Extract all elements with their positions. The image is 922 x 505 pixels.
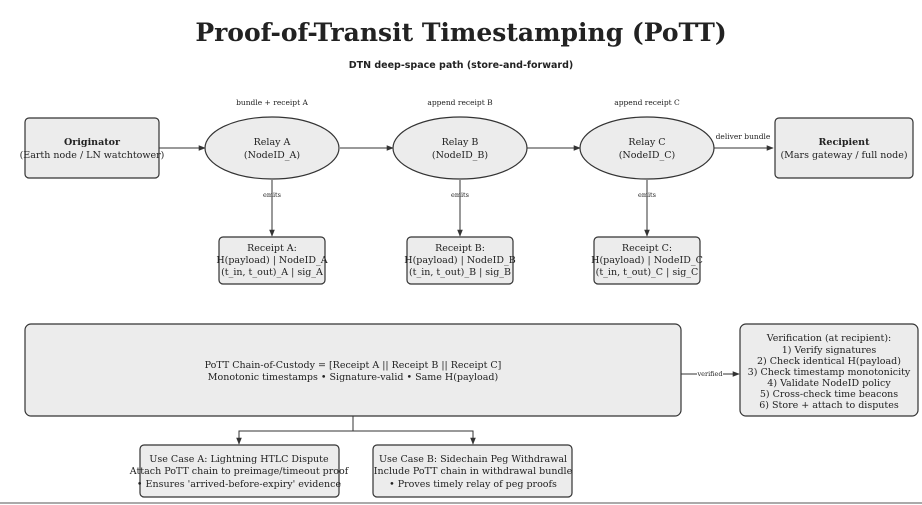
edge-label-verified: verified xyxy=(696,370,722,378)
receipt-b-title: Receipt B: xyxy=(435,243,485,254)
edge-label-bundle-receipt-a: bundle + receipt A xyxy=(236,98,308,107)
relay-b-nodeid: (NodeID_B) xyxy=(432,150,488,161)
use-case-b-detail: Include PoTT chain in withdrawal bundle xyxy=(374,466,573,477)
emits-label-c: emits xyxy=(638,191,656,199)
receipt-c-times: (t_in, t_out)_C | sig_C xyxy=(596,267,699,278)
edge-label-append-receipt-b: append receipt B xyxy=(427,98,493,107)
use-case-a-title: Use Case A: Lightning HTLC Dispute xyxy=(149,454,329,465)
edge-label-deliver-bundle: deliver bundle xyxy=(716,132,771,141)
verification-node: Verification (at recipient): 1) Verify s… xyxy=(739,323,919,417)
use-case-b-title: Use Case B: Sidechain Peg Withdrawal xyxy=(379,454,567,465)
originator-subtitle: (Earth node / LN watchtower) xyxy=(20,150,165,161)
verification-step-3: 3) Check timestamp monotonicity xyxy=(748,367,911,378)
receipt-b-times: (t_in, t_out)_B | sig_B xyxy=(409,267,511,278)
verification-step-6: 6) Store + attach to disputes xyxy=(759,400,899,411)
relay-b-label: Relay B xyxy=(442,137,479,148)
verification-step-5: 5) Cross-check time beacons xyxy=(760,389,898,400)
originator-title: Originator xyxy=(64,137,121,148)
relay-c-label: Relay C xyxy=(628,137,665,148)
relay-c-nodeid: (NodeID_C) xyxy=(619,150,676,161)
recipient-title: Recipient xyxy=(819,137,871,148)
verification-title: Verification (at recipient): xyxy=(766,333,892,344)
verification-step-1: 1) Verify signatures xyxy=(782,345,877,356)
use-case-a-bullet: • Ensures 'arrived-before-expiry' eviden… xyxy=(137,479,342,490)
receipt-a-node: Receipt A: H(payload) | NodeID_A (t_in, … xyxy=(216,236,328,285)
edge-chain-to-use-case-a xyxy=(236,416,354,445)
chain-of-custody-formula: PoTT Chain-of-Custody = [Receipt A || Re… xyxy=(205,360,502,371)
diagram-title: Proof-of-Transit Timestamping (PoTT) xyxy=(195,18,726,47)
verification-step-4: 4) Validate NodeID policy xyxy=(767,378,891,389)
receipt-c-title: Receipt C: xyxy=(622,243,672,254)
emits-label-a: emits xyxy=(263,191,281,199)
relay-a-nodeid: (NodeID_A) xyxy=(244,150,300,161)
edge-label-append-receipt-c: append receipt C xyxy=(614,98,680,107)
use-case-a-node: Use Case A: Lightning HTLC Dispute Attac… xyxy=(129,444,350,498)
receipt-a-title: Receipt A: xyxy=(247,243,297,254)
receipt-c-hash: H(payload) | NodeID_C xyxy=(591,255,703,266)
edge-chain-to-use-case-b xyxy=(353,430,476,445)
originator-node: Originator (Earth node / LN watchtower) xyxy=(20,117,165,179)
chain-of-custody-node: PoTT Chain-of-Custody = [Receipt A || Re… xyxy=(24,323,682,417)
receipt-a-times: (t_in, t_out)_A | sig_A xyxy=(221,267,323,278)
receipt-b-hash: H(payload) | NodeID_B xyxy=(404,255,515,266)
relay-c-node: Relay C (NodeID_C) xyxy=(579,116,715,180)
verification-step-2: 2) Check identical H(payload) xyxy=(757,356,901,367)
relay-a-node: Relay A (NodeID_A) xyxy=(204,116,340,180)
emits-label-b: emits xyxy=(451,191,469,199)
receipt-c-node: Receipt C: H(payload) | NodeID_C (t_in, … xyxy=(591,236,703,285)
receipt-a-hash: H(payload) | NodeID_A xyxy=(216,255,327,266)
receipt-b-node: Receipt B: H(payload) | NodeID_B (t_in, … xyxy=(404,236,516,285)
diagram-subtitle: DTN deep-space path (store-and-forward) xyxy=(349,60,574,71)
chain-of-custody-properties: Monotonic timestamps • Signature-valid •… xyxy=(208,372,498,383)
use-case-a-detail: Attach PoTT chain to preimage/timeout pr… xyxy=(129,466,350,477)
use-case-b-bullet: • Proves timely relay of peg proofs xyxy=(389,479,557,490)
relay-a-label: Relay A xyxy=(254,137,291,148)
recipient-subtitle: (Mars gateway / full node) xyxy=(780,150,907,161)
recipient-node: Recipient (Mars gateway / full node) xyxy=(774,117,914,179)
relay-b-node: Relay B (NodeID_B) xyxy=(392,116,528,180)
use-case-b-node: Use Case B: Sidechain Peg Withdrawal Inc… xyxy=(372,444,573,498)
